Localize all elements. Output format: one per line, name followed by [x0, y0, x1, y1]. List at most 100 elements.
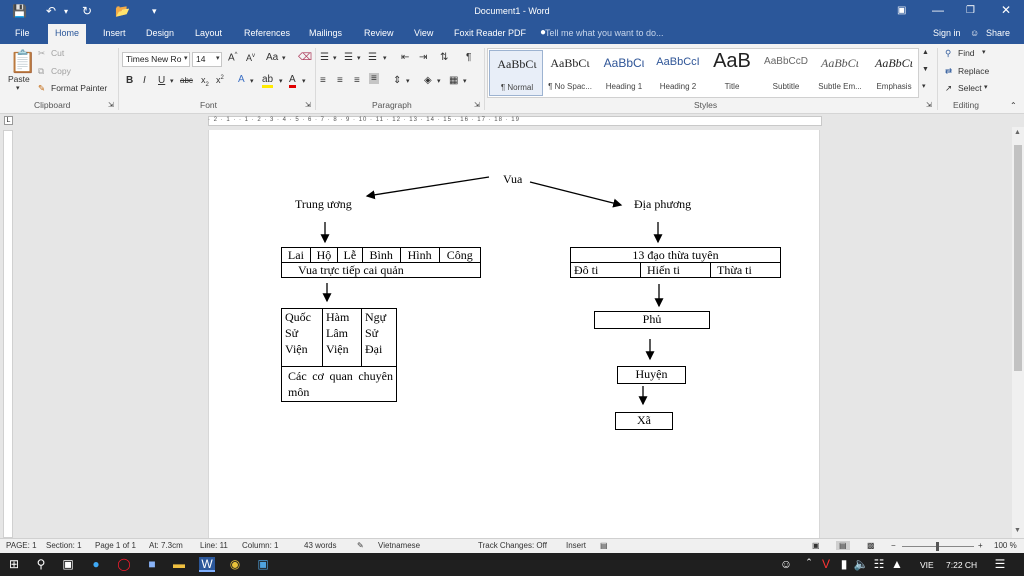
styles-scroll-down-icon[interactable]: ▼ [922, 66, 929, 73]
change-case-dropdown-icon[interactable]: ▾ [282, 55, 286, 62]
italic-icon[interactable]: I [143, 75, 146, 86]
network-icon[interactable]: ☷ [873, 557, 885, 571]
font-size-combo[interactable]: 14 [192, 52, 222, 67]
line-spacing-dropdown-icon[interactable]: ▾ [406, 78, 410, 85]
status-mode[interactable]: Insert [566, 541, 587, 550]
show-hide-marks-icon[interactable]: ¶ [466, 52, 472, 63]
tab-mailings[interactable]: Mailings [309, 28, 343, 38]
tell-me-box[interactable]: Tell me what you want to do... [545, 28, 664, 38]
subscript-icon[interactable]: x2 [201, 75, 209, 88]
shrink-font-icon[interactable]: Av [246, 53, 256, 63]
grow-font-icon[interactable]: A^ [228, 52, 238, 64]
macro-icon[interactable]: ▤ [600, 541, 608, 550]
tray-app-icon[interactable]: V [821, 557, 830, 571]
vertical-scrollbar[interactable]: ▲ ▼ [1012, 127, 1024, 538]
format-painter-icon[interactable]: ✎ [38, 83, 46, 93]
style-subtitle[interactable]: AaBbCcD Subtitle [759, 50, 813, 96]
copy-button[interactable]: Copy [51, 66, 71, 76]
clear-formatting-icon[interactable]: ⌫ [298, 52, 313, 63]
borders-dropdown-icon[interactable]: ▾ [463, 78, 467, 85]
font-color-dropdown-icon[interactable]: ▾ [302, 78, 306, 85]
status-page[interactable]: PAGE: 1 [6, 541, 37, 550]
paste-button[interactable]: Paste [8, 74, 30, 84]
document-page[interactable]: Vua Trung ương Địa phương Lai Hộ Lễ Bình… [208, 130, 820, 538]
proofing-icon[interactable]: ✎ [357, 541, 364, 550]
multilevel-list-icon[interactable]: ☰ [368, 52, 377, 63]
center-icon[interactable]: ≡ [337, 75, 343, 86]
scroll-down-icon[interactable]: ▼ [1014, 527, 1021, 534]
tab-view[interactable]: View [414, 28, 434, 38]
app-icon[interactable]: ▣ [257, 557, 269, 571]
align-right-icon[interactable]: ≡ [354, 75, 360, 86]
zoom-level[interactable]: 100 % [994, 541, 1017, 550]
file-explorer-icon[interactable]: ▬ [173, 557, 185, 571]
underline-dropdown-icon[interactable]: ▾ [170, 78, 174, 85]
styles-more-icon[interactable]: ▾ [922, 83, 926, 90]
sign-in-link[interactable]: Sign in [933, 28, 961, 38]
align-left-icon[interactable]: ≡ [320, 75, 326, 86]
select-dropdown-icon[interactable]: ▾ [984, 84, 988, 91]
font-launcher-icon[interactable]: ⇲ [305, 102, 311, 109]
cut-icon[interactable]: ✂ [38, 48, 46, 58]
scrollbar-thumb[interactable] [1014, 145, 1022, 371]
close-icon[interactable]: ✕ [1001, 3, 1012, 17]
start-icon[interactable]: ⊞ [8, 557, 20, 571]
status-section[interactable]: Section: 1 [46, 541, 82, 550]
font-color-icon[interactable]: A [289, 74, 296, 88]
restore-icon[interactable]: ❐ [966, 5, 975, 16]
clipboard-launcher-icon[interactable]: ⇲ [108, 102, 114, 109]
superscript-icon[interactable]: x2 [216, 75, 224, 85]
status-track-changes[interactable]: Track Changes: Off [478, 541, 547, 550]
highlight-icon[interactable]: ab [262, 74, 274, 88]
numbering-icon[interactable]: ☰ [344, 52, 353, 63]
strikethrough-icon[interactable]: abc [180, 76, 193, 85]
bullets-dropdown-icon[interactable]: ▾ [333, 55, 337, 62]
sort-icon[interactable]: ⇅ [440, 52, 449, 63]
tab-file[interactable]: File [15, 28, 30, 38]
people-icon[interactable]: ☺ [779, 557, 793, 571]
ribbon-display-options-icon[interactable]: ▣ [897, 5, 907, 16]
find-button[interactable]: Find [958, 48, 975, 58]
multilevel-dropdown-icon[interactable]: ▾ [383, 55, 387, 62]
share-button[interactable]: Share [986, 28, 1011, 38]
style-no-spacing[interactable]: AaBbCι ¶ No Spac... [543, 50, 597, 96]
cut-button[interactable]: Cut [51, 48, 65, 58]
tab-layout[interactable]: Layout [195, 28, 223, 38]
text-effects-dropdown-icon[interactable]: ▾ [250, 78, 254, 85]
tab-design[interactable]: Design [146, 28, 175, 38]
justify-icon[interactable]: ≡ [369, 73, 379, 84]
increase-indent-icon[interactable]: ⇥ [419, 52, 428, 63]
highlight-dropdown-icon[interactable]: ▾ [279, 78, 283, 85]
minimize-icon[interactable]: — [932, 3, 944, 17]
status-language[interactable]: Vietnamese [378, 541, 421, 550]
underline-icon[interactable]: U [158, 75, 166, 86]
font-name-dropdown-icon[interactable]: ▾ [184, 55, 188, 62]
bold-icon[interactable]: B [126, 75, 134, 86]
zoom-out-icon[interactable]: − [891, 541, 896, 550]
status-words[interactable]: 43 words [304, 541, 337, 550]
decrease-indent-icon[interactable]: ⇤ [401, 52, 410, 63]
zoom-slider-thumb[interactable] [936, 542, 939, 551]
tab-home[interactable]: Home [48, 24, 87, 44]
show-hidden-icons-icon[interactable]: ⌃ [805, 557, 813, 567]
chrome-icon[interactable]: ◉ [229, 557, 241, 571]
status-column[interactable]: Column: 1 [242, 541, 279, 550]
styles-launcher-icon[interactable]: ⇲ [926, 102, 932, 109]
customize-toolbar-icon[interactable]: ▾ [152, 6, 157, 16]
tab-foxit[interactable]: Foxit Reader PDF [454, 28, 527, 38]
battery-icon[interactable]: ▮ [840, 557, 848, 571]
change-case-icon[interactable]: Aa [266, 52, 279, 63]
search-icon[interactable]: ⚲ [36, 557, 46, 571]
collapse-ribbon-icon[interactable]: ⌃ [1010, 101, 1017, 110]
volume-icon[interactable]: 🔈 [853, 557, 869, 571]
bullets-icon[interactable]: ☰ [320, 52, 329, 63]
clock[interactable]: 7:22 CH [946, 560, 978, 570]
ruler-track[interactable] [208, 116, 822, 126]
font-name-combo[interactable]: Times New Ro [122, 52, 190, 67]
borders-icon[interactable]: ▦ [449, 75, 459, 86]
style-heading-1[interactable]: AaBbCι Heading 1 [597, 50, 651, 96]
numbering-dropdown-icon[interactable]: ▾ [357, 55, 361, 62]
undo-icon[interactable]: ↶ [46, 4, 57, 18]
line-spacing-icon[interactable]: ⇕ [393, 75, 402, 86]
style-subtle-emphasis[interactable]: AaBbCι Subtle Em... [813, 50, 867, 96]
